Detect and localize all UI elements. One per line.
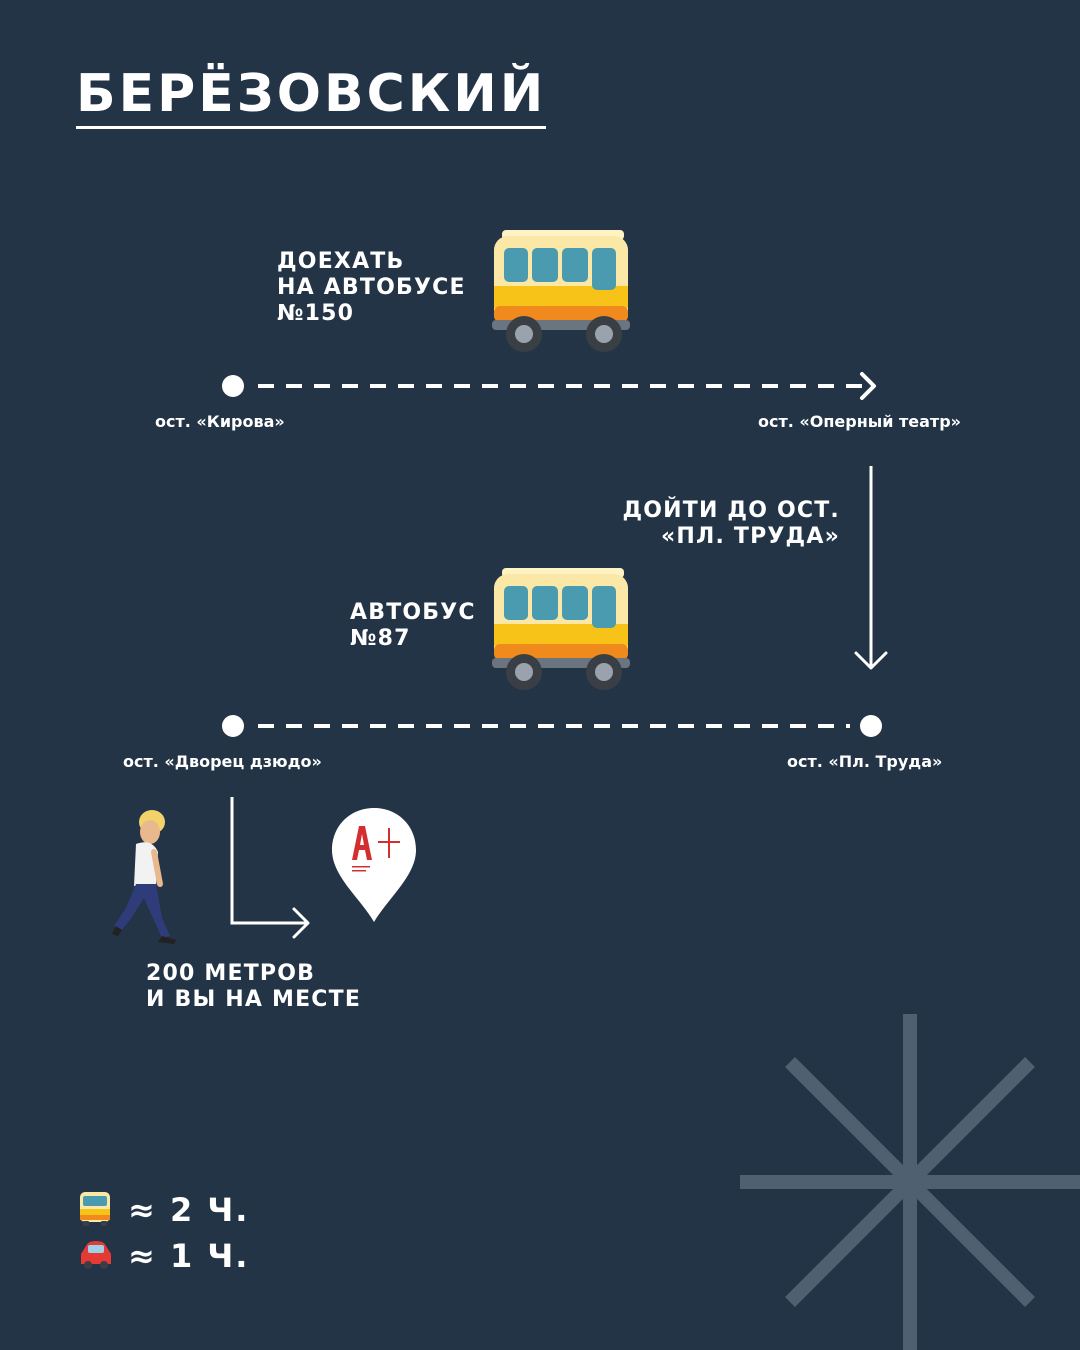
route2-line xyxy=(222,715,882,737)
step2-text: АВТОБУС №87 xyxy=(350,600,476,651)
bus-icon xyxy=(492,568,630,690)
stop-labour-square: ост. «Пл. Труда» xyxy=(787,752,943,771)
stop-kirova: ост. «Кирова» xyxy=(155,412,285,431)
transfer-arrow xyxy=(854,466,888,670)
page-title: БЕРЁЗОВСКИЙ xyxy=(76,62,547,129)
stop-opera-theatre: ост. «Оперный театр» xyxy=(758,412,961,431)
route1-line xyxy=(222,372,876,400)
summary-bus-time: ≈ 2 Ч. xyxy=(128,1191,250,1229)
step1-text: ДОЕХАТЬ НА АВТОБУСЕ №150 xyxy=(277,249,466,326)
final-text: 200 МЕТРОВ И ВЫ НА МЕСТЕ xyxy=(146,961,362,1012)
final-walk-arrow xyxy=(230,797,310,939)
transfer-text: ДОЙТИ ДО ОСТ. «ПЛ. ТРУДА» xyxy=(622,498,840,549)
walking-person-icon xyxy=(112,810,176,944)
bus-icon xyxy=(80,1192,110,1226)
a-plus-location-pin-icon xyxy=(332,808,416,922)
asterisk-decoration xyxy=(740,1014,1080,1350)
summary-car-time: ≈ 1 Ч. xyxy=(128,1237,250,1275)
bus-icon xyxy=(492,230,630,352)
stop-judo-palace: ост. «Дворец дзюдо» xyxy=(123,752,322,771)
car-icon xyxy=(81,1241,111,1269)
